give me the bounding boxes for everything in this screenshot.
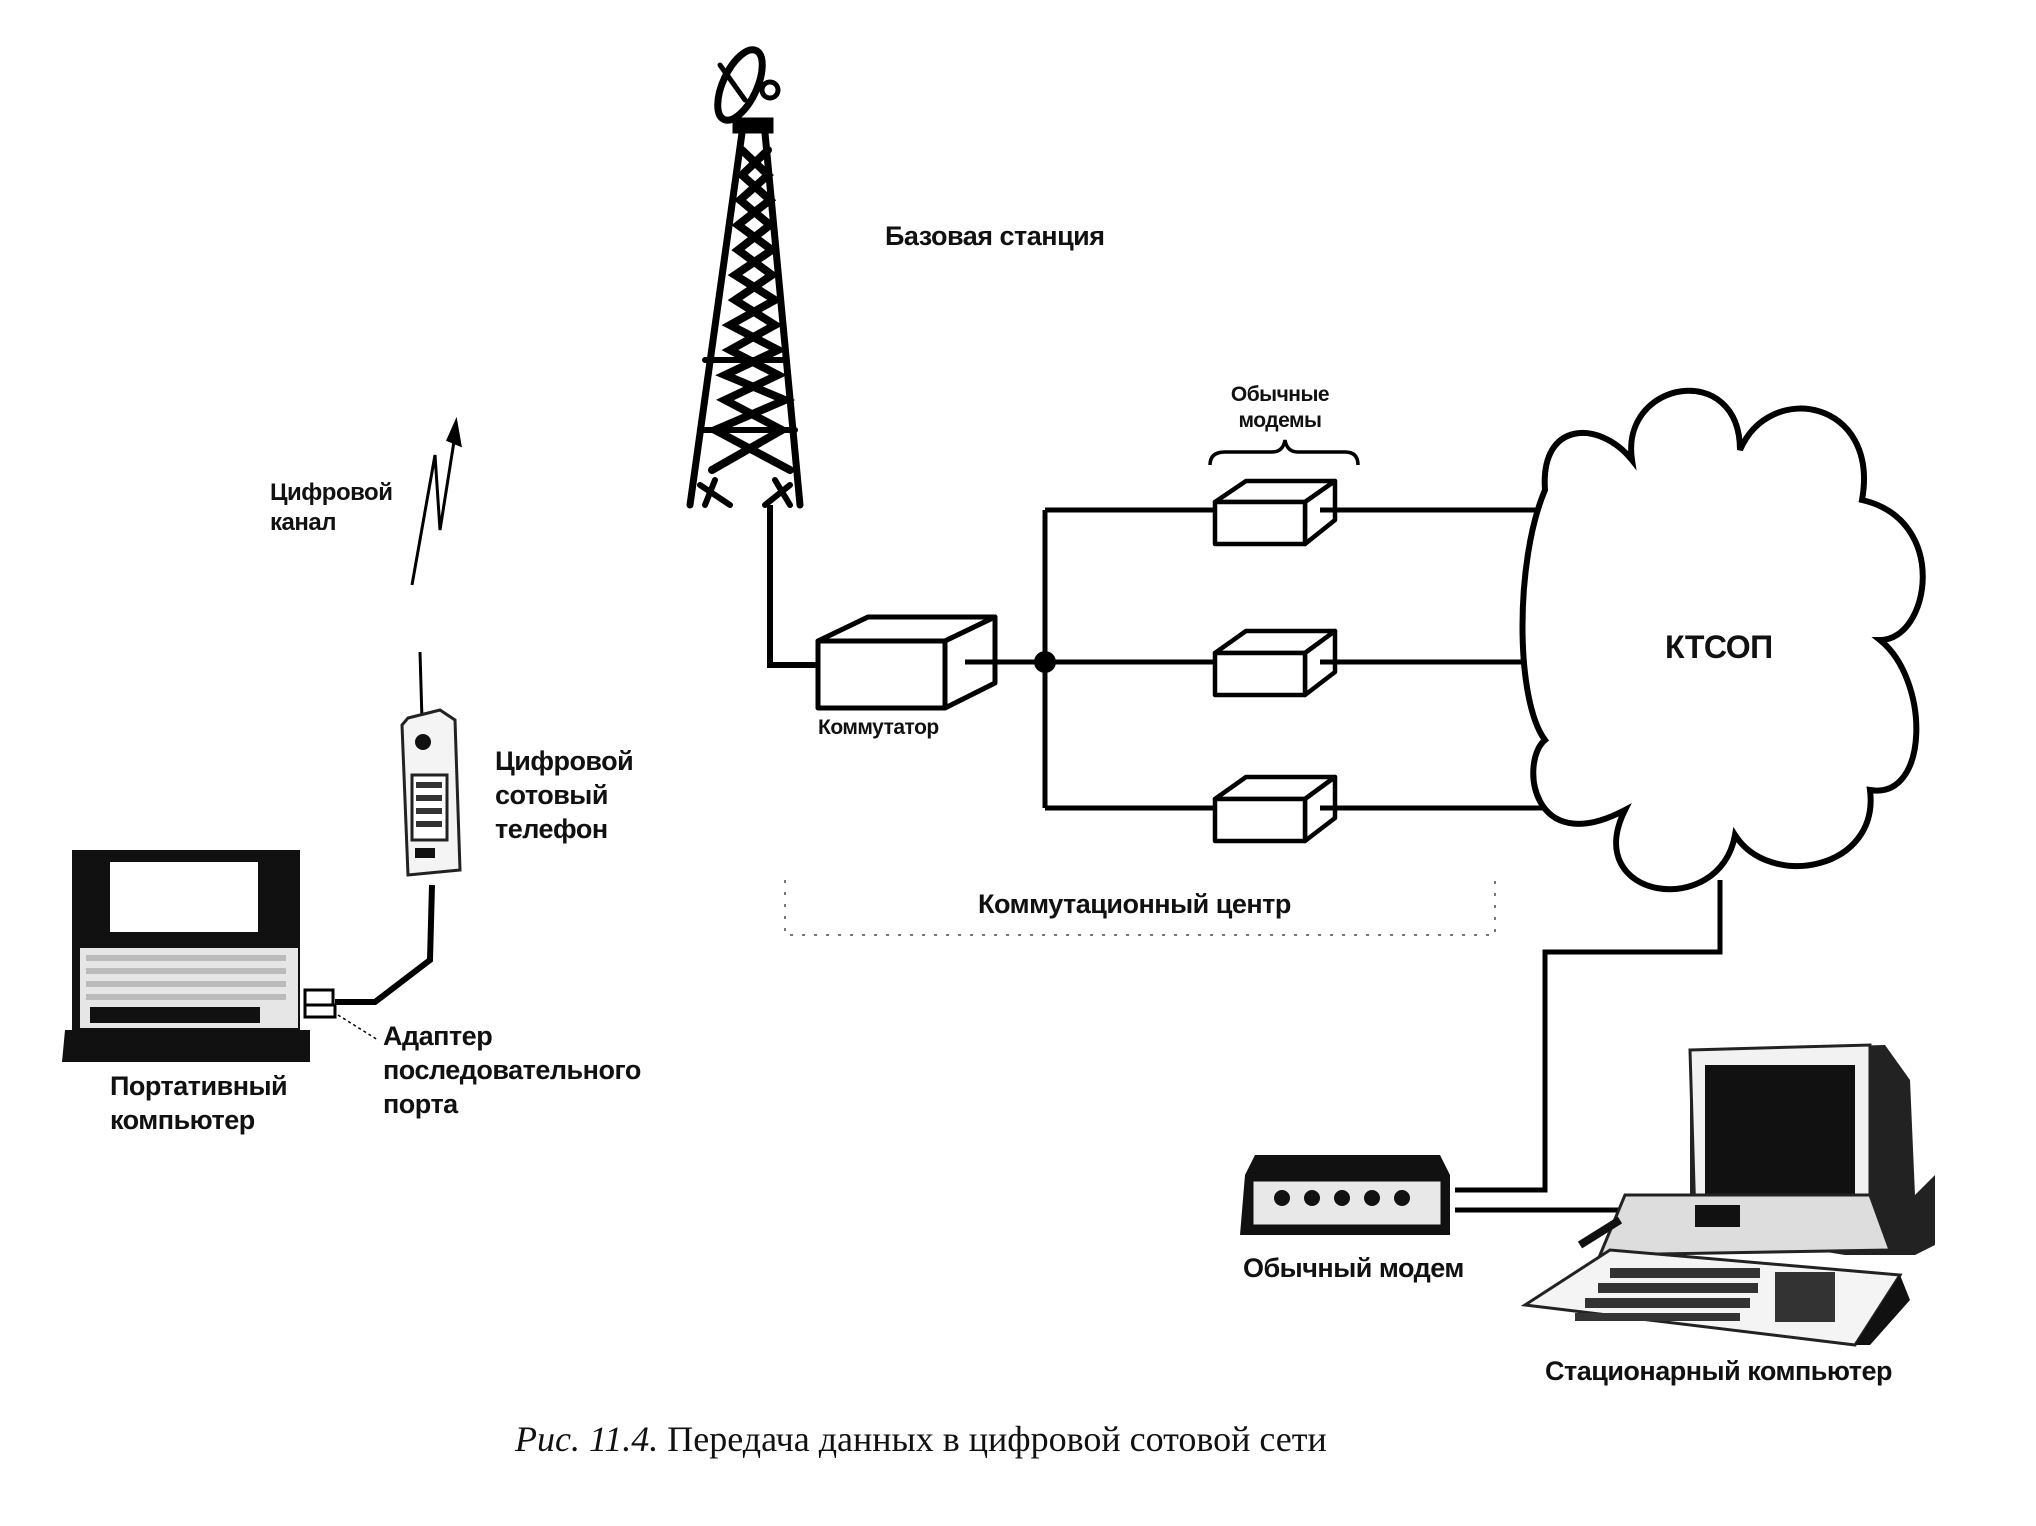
serial-adapter-label: Адаптер последовательного порта xyxy=(383,1020,641,1121)
laptop-label-line: компьютер xyxy=(110,1104,255,1135)
cell-phone-label: Цифровой сотовый телефон xyxy=(495,745,634,846)
cloud-to-modem-line xyxy=(1455,880,1723,1193)
laptop-label: Портативный компьютер xyxy=(110,1070,288,1138)
serial-adapter-label-line: Адаптер xyxy=(383,1021,493,1051)
modem-group-label-line: модемы xyxy=(1238,409,1322,433)
desktop-computer-icon xyxy=(1520,1043,1935,1347)
laptop-label-line: Портативный xyxy=(110,1071,288,1101)
cloud-icon xyxy=(1519,387,1926,893)
switch-label: Коммутатор xyxy=(818,716,939,739)
serial-adapter-label-line: порта xyxy=(383,1088,458,1119)
laptop-icon xyxy=(62,850,310,1062)
cell-phone-label-line: Цифровой xyxy=(495,746,634,776)
digital-channel-label-line: Цифровой xyxy=(270,479,393,506)
desktop-label: Стационарный компьютер xyxy=(1545,1356,1893,1386)
cell-tower-icon xyxy=(686,46,804,509)
adapter-leader-line xyxy=(337,1014,379,1041)
cell-phone-label-line: телефон xyxy=(495,813,608,844)
digital-channel-label: Цифровой канал xyxy=(270,478,393,538)
modem-bus-line xyxy=(1042,507,1215,811)
switch-box-icon xyxy=(815,614,998,711)
cell-phone-label-line: сотовый xyxy=(495,779,608,810)
figure-number: Рис. 11.4. xyxy=(515,1419,659,1459)
modem-group-brace xyxy=(1208,439,1360,466)
figure-title: Передача данных в цифровой сотовой сети xyxy=(667,1419,1327,1459)
phone-cable xyxy=(335,884,435,1005)
desk-modem-label: Обычный модем xyxy=(1243,1253,1464,1283)
mobile-phone-icon xyxy=(400,651,462,877)
modem-icon xyxy=(1240,1155,1450,1235)
figure-caption: Рис. 11.4. Передача данных в цифровой со… xyxy=(515,1418,1327,1460)
serial-adapter-icon xyxy=(303,988,337,1019)
pstn-cloud-label: КТСОП xyxy=(1665,629,1773,665)
serial-adapter-label-line: последовательного xyxy=(383,1054,641,1085)
switching-center-boundary xyxy=(784,880,1496,936)
modem-group-label: Обычные модемы xyxy=(1225,382,1335,435)
digital-channel-label-line: канал xyxy=(270,509,336,536)
lightning-signal-icon xyxy=(410,416,462,586)
switching-center-label: Коммутационный центр xyxy=(978,889,1291,919)
modem-box-icon xyxy=(1212,478,1338,844)
tower-feed-line xyxy=(767,505,818,668)
base-station-label: Базовая станция xyxy=(885,221,1105,251)
junction-dot xyxy=(1034,651,1056,673)
modem-group-label-line: Обычные xyxy=(1230,383,1330,406)
modem-to-cloud-lines xyxy=(1320,507,1550,811)
